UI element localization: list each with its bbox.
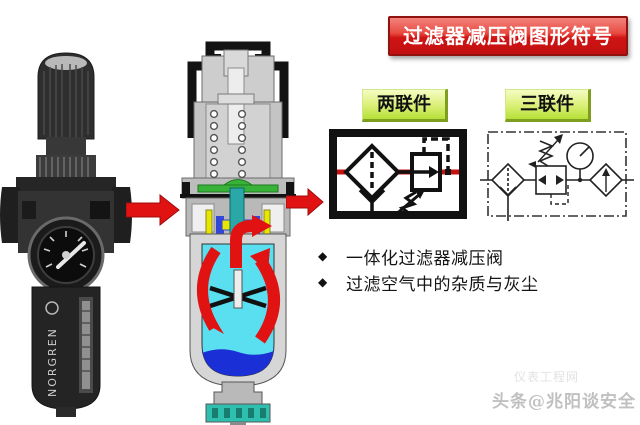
cap-outline: [187, 41, 289, 138]
brand-text: NORGREN: [46, 327, 59, 397]
label-three-unit: 三联件: [505, 89, 591, 122]
feedback-line: [422, 137, 450, 172]
knob-neck: [46, 137, 86, 157]
threaded-collar: [36, 155, 96, 179]
bullet-list: ◆ 一体化过滤器减压阀 ◆ 过滤空气中的杂质与灰尘: [318, 243, 618, 295]
enclosure-border: [487, 131, 627, 217]
watermark: 仪表工程网 头条@兆阳谈安全: [492, 368, 638, 412]
condensate-water: [202, 344, 274, 376]
cross-section-diagram: [180, 41, 296, 425]
regulator-symbol-icon: [528, 134, 569, 205]
diamond-bullet-icon: ◆: [318, 275, 328, 289]
bullet-text: 一体化过滤器减压阀: [346, 248, 504, 269]
lubricator-symbol-icon: [588, 162, 624, 198]
arrow-section-to-symbols: [286, 188, 324, 216]
bullet-item: ◆ 一体化过滤器减压阀: [318, 243, 618, 269]
two-unit-symbol: [329, 129, 467, 219]
diamond-bullet-icon: ◆: [318, 249, 328, 263]
arrow-photo-to-section: [126, 194, 180, 226]
watermark-credit-text: 头条@兆阳谈安全: [492, 392, 636, 412]
brand-logo-icon: [45, 301, 59, 315]
bullet-text: 过滤空气中的杂质与灰尘: [346, 274, 539, 295]
title-banner: 过滤器减压阀图形符号: [388, 16, 628, 56]
watermark-site-text: 仪表工程网: [514, 370, 580, 384]
filter-bowl: NORGREN: [31, 286, 101, 417]
filter-regulator-photo: NORGREN: [0, 52, 132, 417]
filter-symbol-icon: [490, 162, 526, 221]
regulator-symbol-icon: [393, 152, 451, 218]
three-unit-symbol: [480, 131, 634, 221]
spring-icon: [398, 190, 418, 216]
regulator-body: [181, 49, 295, 199]
filter-symbol-icon: [343, 143, 401, 212]
label-two-unit: 两联件: [362, 89, 448, 122]
spring-coils: [209, 109, 247, 179]
drain-valve: [205, 381, 271, 425]
gauge-symbol-icon: [566, 142, 594, 183]
bullet-item: ◆ 过滤空气中的杂质与灰尘: [318, 269, 618, 295]
feedback-line: [550, 182, 569, 205]
pressure-gauge: [27, 216, 105, 294]
adjustment-knob: [37, 52, 95, 140]
airflow-arrows: [197, 215, 280, 344]
